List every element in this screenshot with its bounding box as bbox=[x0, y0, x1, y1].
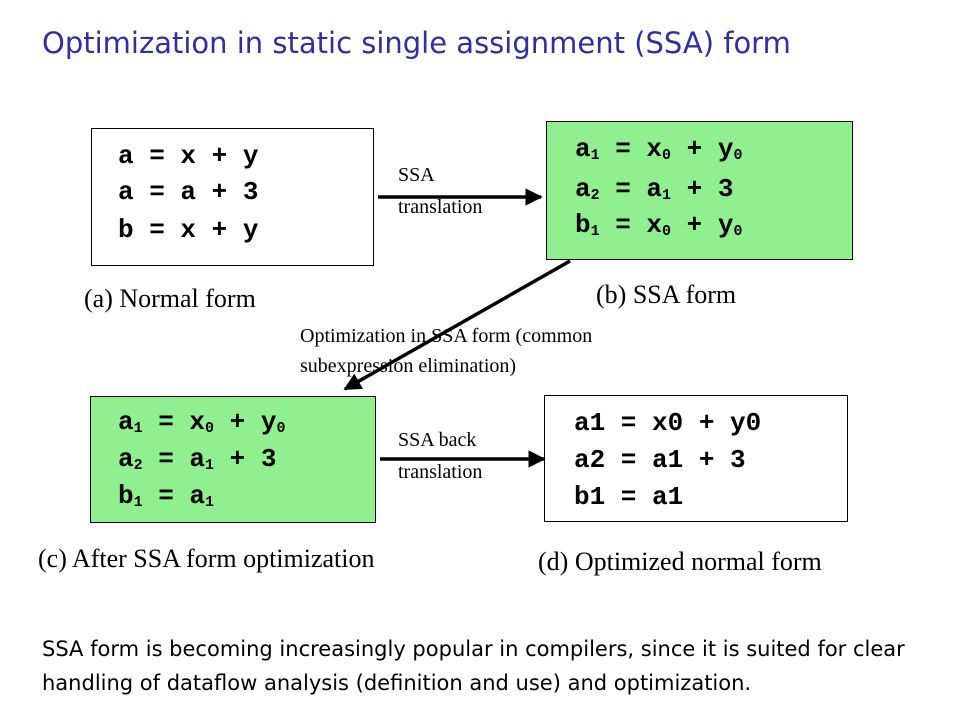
code-line: b = x + y bbox=[118, 215, 259, 245]
subscript: 1 bbox=[662, 187, 672, 204]
footer-note: SSA form is becoming increasingly popula… bbox=[42, 637, 905, 695]
code-line: a2 = a1 + 3 bbox=[575, 174, 734, 204]
optimization-label: Optimization in SSA form (common subexpr… bbox=[300, 325, 593, 377]
code-line: a2 = a1 + 3 bbox=[118, 444, 277, 474]
subscript: 1 bbox=[133, 420, 143, 437]
subscript: 0 bbox=[205, 420, 215, 437]
code-line: a = x + y bbox=[118, 141, 259, 171]
optimized-ssa-box: a1 = x0 + y0 a2 = a1 + 3 b1 = a1 bbox=[90, 396, 376, 523]
subscript: 2 bbox=[590, 187, 600, 204]
code-line: a1 = x0 + y0 bbox=[574, 408, 762, 438]
normal-form-caption: (a) Normal form bbox=[84, 284, 256, 313]
after-optimization-caption: (c) After SSA form optimization bbox=[38, 544, 375, 573]
subscript: 0 bbox=[733, 223, 743, 240]
subscript: 0 bbox=[662, 223, 672, 240]
subscript: 1 bbox=[205, 494, 215, 511]
subscript: 0 bbox=[662, 147, 672, 164]
ssa-form-box: a1 = x0 + y0 a2 = a1 + 3 b1 = x0 + y0 bbox=[546, 121, 853, 260]
code-line: b1 = a1 bbox=[118, 481, 215, 511]
optimization-arrow bbox=[343, 259, 571, 391]
code-line: a1 = x0 + y0 bbox=[575, 134, 743, 164]
ssa-translation-label: SSA translation bbox=[398, 164, 483, 218]
code-line: a2 = a1 + 3 bbox=[574, 445, 746, 475]
optimized-normal-caption: (d) Optimized normal form bbox=[538, 547, 822, 576]
optimized-normal-box: a1 = x0 + y0 a2 = a1 + 3 b1 = a1 bbox=[544, 395, 848, 522]
slide-title: Optimization in static single assignment… bbox=[42, 26, 791, 60]
subscript: 2 bbox=[133, 457, 143, 474]
code-line: b1 = a1 bbox=[574, 482, 684, 512]
subscript: 1 bbox=[205, 457, 215, 474]
subscript: 0 bbox=[733, 147, 743, 164]
ssa-form-caption: (b) SSA form bbox=[596, 280, 737, 309]
code-line: a = a + 3 bbox=[118, 177, 259, 207]
normal-form-box: a = x + y a = a + 3 b = x + y bbox=[91, 128, 374, 266]
subscript: 1 bbox=[590, 147, 600, 164]
code-line: b1 = x0 + y0 bbox=[575, 210, 743, 240]
subscript: 1 bbox=[590, 223, 600, 240]
code-line: a1 = x0 + y0 bbox=[118, 407, 286, 437]
subscript: 0 bbox=[276, 420, 286, 437]
subscript: 1 bbox=[133, 494, 143, 511]
back-translation-label: SSA back translation bbox=[398, 429, 483, 483]
